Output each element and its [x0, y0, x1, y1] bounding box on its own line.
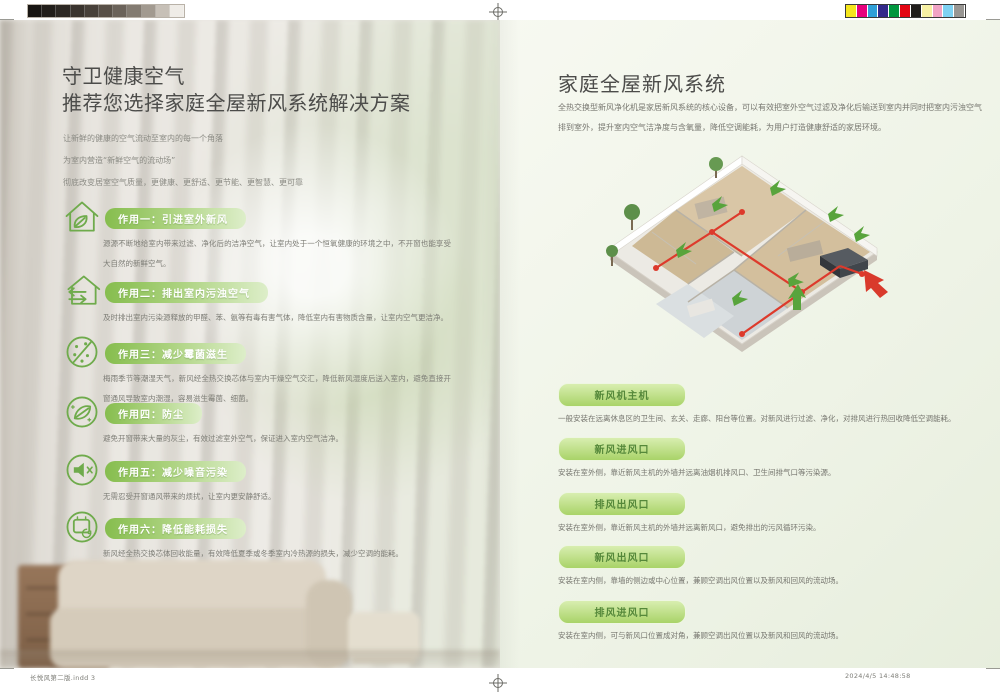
color-swatch	[56, 5, 71, 17]
color-swatch	[141, 5, 156, 17]
intro-line: 彻底改变居室空气质量，更健康、更舒适、更节能、更智慧、更可靠	[63, 178, 303, 187]
feature-description: 无需忍受开窗通风带来的烦扰，让室内更安静舒适。	[103, 492, 276, 501]
crop-mark	[0, 668, 14, 669]
no-mold-icon	[62, 332, 102, 372]
feature-label-pill: 作用二：排出室内污浊空气	[105, 282, 268, 303]
feature-label-pill: 作用四：防尘	[105, 403, 202, 424]
feature-item-1: 作用一：引进室外新风 源源不断地给室内带来过滤、净化后的洁净空气，让室内处于一个…	[62, 197, 451, 274]
right-page-title: 家庭全屋新风系统	[558, 72, 726, 96]
component-label-pill: 新风机主机	[558, 383, 686, 407]
left-page: 守卫健康空气 推荐您选择家庭全屋新风系统解决方案 让新鲜的健康的空气流动至室内的…	[0, 20, 500, 668]
feature-description: 新风经全热交换芯体回收能量，有效降低夏季或冬季室内冷热源的损失，减少空调的能耗。	[103, 549, 403, 558]
color-swatch	[921, 5, 933, 17]
right-page-intro: 全热交换型新风净化机是家居新风系统的核心设备，可以有效把室外空气过滤及净化后输送…	[558, 103, 982, 132]
color-swatch	[910, 5, 922, 17]
registration-mark-bottom	[489, 674, 507, 692]
color-swatch	[932, 5, 944, 17]
color-swatch	[889, 5, 901, 17]
feature-description: 梅雨季节等潮湿天气，新风经全热交换芯体与室内干燥空气交汇，降低新风湿度后送入室内…	[103, 374, 451, 403]
energy-saving-icon	[62, 507, 102, 547]
intro-line: 为室内营造“新鲜空气的流动场”	[63, 156, 176, 165]
feature-item-4: 作用四：防尘 避免开窗带来大量的灰尘，有效过滤室外空气，保证进入室内空气洁净。	[62, 392, 447, 449]
color-swatch	[900, 5, 911, 17]
component-description: 一般安装在远离休息区的卫生间、玄关、走廊、阳台等位置。对新风进行过滤、净化，对排…	[558, 414, 956, 423]
feature-item-6: 作用六：降低能耗损失 新风经全热交换芯体回收能量，有效降低夏季或冬季室内冷热源的…	[62, 507, 447, 564]
component-item-4: 新风出风口 安装在室内侧，靠墙的侧边或中心位置，兼顾空调出风位置以及新风和回风的…	[558, 545, 958, 588]
color-swatch	[867, 5, 879, 17]
component-item-3: 排风出风口 安装在室外侧，靠近新风主机的外墙并远离新风口，避免排出的污风循环污染…	[558, 492, 958, 535]
house-leaf-icon	[62, 197, 102, 237]
floorplan-illustration	[592, 152, 980, 374]
color-swatch	[84, 5, 99, 17]
page-title: 守卫健康空气 推荐您选择家庭全屋新风系统解决方案	[62, 63, 411, 117]
color-swatch	[846, 5, 857, 17]
color-swatch	[113, 5, 128, 17]
center-fold-shadow	[480, 20, 520, 668]
grayscale-calibration-bar	[27, 4, 185, 18]
component-label-pill: 排风出风口	[558, 492, 686, 516]
feature-item-5: 作用五：减少噪音污染 无需忍受开窗通风带来的烦扰，让室内更安静舒适。	[62, 450, 447, 507]
color-swatch	[856, 5, 868, 17]
house-exchange-icon	[62, 271, 102, 311]
color-swatch	[42, 5, 57, 17]
feature-item-3: 作用三：减少霉菌滋生 梅雨季节等潮湿天气，新风经全热交换芯体与室内干燥空气交汇，…	[62, 332, 451, 409]
intro-text: 让新鲜的健康的空气流动至室内的每一个角落 为室内营造“新鲜空气的流动场” 彻底改…	[63, 128, 303, 194]
component-label-pill: 新风进风口	[558, 437, 686, 461]
color-swatch	[127, 5, 142, 17]
component-description: 安装在室内侧，靠墙的侧边或中心位置，兼顾空调出风位置以及新风和回风的流动场。	[558, 576, 843, 585]
sofa-arm-photo	[306, 580, 352, 668]
component-description: 安装在室内侧，可与新风口位置成对角，兼顾空调出风位置以及新风和回风的流动场。	[558, 631, 843, 640]
crop-mark	[986, 668, 1000, 669]
feature-label-pill: 作用六：降低能耗损失	[105, 518, 246, 539]
component-item-2: 新风进风口 安装在室外侧，靠近新风主机的外墙并远离油烟机排风口、卫生间排气口等污…	[558, 437, 958, 480]
color-swatch	[878, 5, 890, 17]
feature-item-2: 作用二：排出室内污浊空气 及时排出室内污染源释放的甲醛、苯、氨等有毒有害气体，降…	[62, 271, 448, 328]
right-page: 家庭全屋新风系统 全热交换型新风净化机是家居新风系统的核心设备，可以有效把室外空…	[500, 20, 1000, 668]
color-swatch	[70, 5, 85, 17]
color-swatch	[169, 5, 185, 17]
color-swatch	[155, 5, 170, 17]
feature-label-pill: 作用三：减少霉菌滋生	[105, 343, 246, 364]
feature-label-pill: 作用五：减少噪音污染	[105, 461, 246, 482]
feature-description: 避免开窗带来大量的灰尘，有效过滤室外空气，保证进入室内空气洁净。	[103, 434, 343, 443]
registration-mark-top	[489, 3, 507, 21]
component-label-pill: 新风出风口	[558, 545, 686, 569]
page-title-line2: 推荐您选择家庭全屋新风系统解决方案	[62, 91, 411, 115]
crop-mark	[986, 19, 1000, 20]
crop-mark	[0, 19, 14, 20]
feature-description: 及时排出室内污染源释放的甲醛、苯、氨等有毒有害气体，降低室内有害物质含量，让室内…	[103, 313, 448, 322]
component-description: 安装在室外侧，靠近新风主机的外墙并远离油烟机排风口、卫生间排气口等污染源。	[558, 468, 836, 477]
mute-speaker-icon	[62, 450, 102, 490]
document-filename: 长悦风第二版.indd 3	[30, 674, 96, 682]
component-label-pill: 排风进风口	[558, 600, 686, 624]
feature-description: 源源不断地给室内带来过滤、净化后的洁净空气，让室内处于一个恒氧健康的环境之中，不…	[103, 239, 451, 268]
floor-shadow	[0, 650, 500, 668]
color-swatch	[954, 5, 965, 17]
component-description: 安装在室外侧，靠近新风主机的外墙并远离新风口，避免排出的污风循环污染。	[558, 523, 821, 532]
feature-label-pill: 作用一：引进室外新风	[105, 208, 246, 229]
color-swatch	[943, 5, 955, 17]
print-timestamp: 2024/4/5 14:48:58	[845, 672, 911, 680]
intro-line: 让新鲜的健康的空气流动至室内的每一个角落	[63, 134, 223, 143]
page-title-line1: 守卫健康空气	[62, 64, 185, 88]
dust-filter-icon	[62, 392, 102, 432]
sofa-seat-photo	[50, 608, 340, 668]
color-calibration-bar	[845, 4, 966, 18]
component-item-1: 新风机主机 一般安装在远离休息区的卫生间、玄关、走廊、阳台等位置。对新风进行过滤…	[558, 383, 958, 426]
color-swatch	[28, 5, 43, 17]
stool-photo	[348, 612, 420, 658]
color-swatch	[98, 5, 114, 17]
component-item-5: 排风进风口 安装在室内侧，可与新风口位置成对角，兼顾空调出风位置以及新风和回风的…	[558, 600, 958, 643]
